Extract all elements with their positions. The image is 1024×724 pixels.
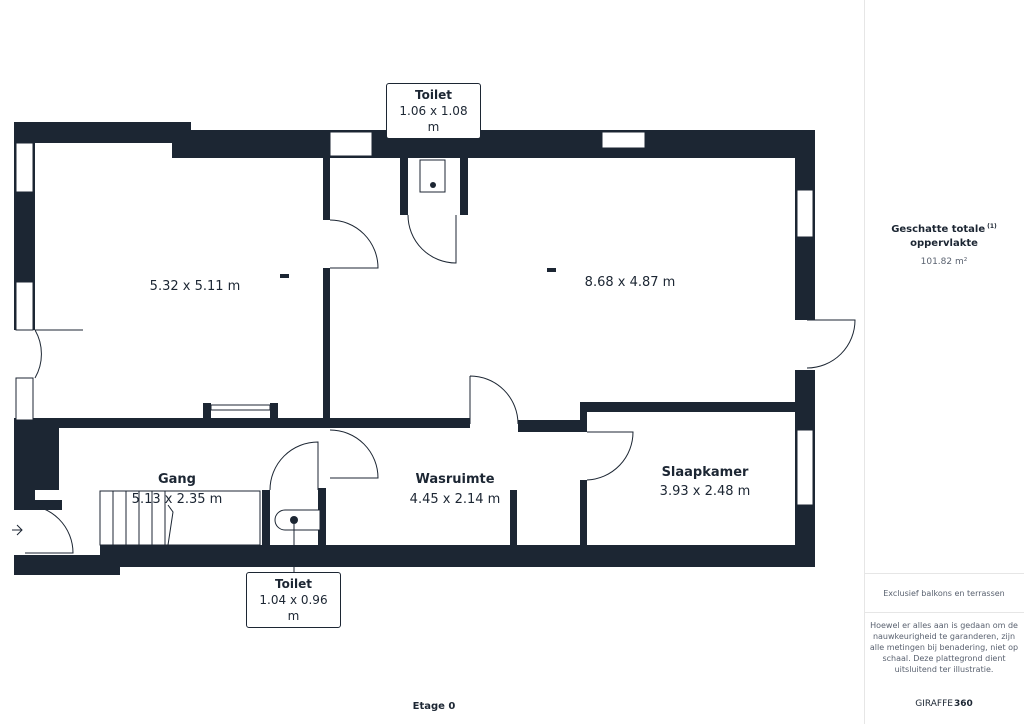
area-title-line1: Geschatte totale [891, 224, 986, 235]
room-dims-living: 5.32 x 5.11 m [149, 279, 241, 294]
walls [14, 122, 815, 575]
callout-toilet-upper: Toilet 1.06 x 1.08 m [386, 83, 481, 139]
room-name-slaapkamer: Slaapkamer [661, 465, 749, 480]
room-dims-main: 8.68 x 4.87 m [584, 275, 676, 290]
area-title-line2: oppervlakte [910, 238, 978, 249]
room-dims-gang: 5.13 x 2.35 m [131, 492, 223, 507]
callout-toilet-lower: Toilet 1.04 x 0.96 m [246, 572, 341, 628]
floor-plan [12, 122, 856, 575]
callout-dims: 1.06 x 1.08 m [399, 104, 468, 134]
brand-logo: GIRAFFE360 [864, 698, 1024, 710]
doors [12, 214, 856, 554]
stairs [99, 490, 261, 546]
toilet-fixtures [274, 122, 446, 572]
area-title: Geschatte totale(1) oppervlakte [864, 223, 1024, 251]
area-footnote: (1) [987, 223, 997, 230]
area-value: 101.82 m² [920, 257, 968, 267]
callout-dims: 1.04 x 0.96 m [259, 593, 328, 623]
floor-label: Etage 0 [412, 701, 456, 712]
windows [15, 131, 814, 506]
room-name-wasruimte: Wasruimte [415, 472, 495, 487]
room-dims-wasruimte: 4.45 x 2.14 m [409, 492, 501, 507]
disclaimer: Hoewel er alles aan is gedaan om de nauw… [869, 621, 1019, 674]
exclusion-note: Exclusief balkons en terrassen [883, 589, 1005, 598]
callout-name: Toilet [415, 88, 452, 102]
callout-name: Toilet [275, 577, 312, 591]
brand-number: 360 [953, 699, 973, 709]
brand-text: GIRAFFE [915, 699, 953, 709]
sidebar [864, 0, 1024, 724]
room-name-gang: Gang [157, 472, 196, 487]
room-dims-slaapkamer: 3.93 x 2.48 m [659, 484, 751, 499]
